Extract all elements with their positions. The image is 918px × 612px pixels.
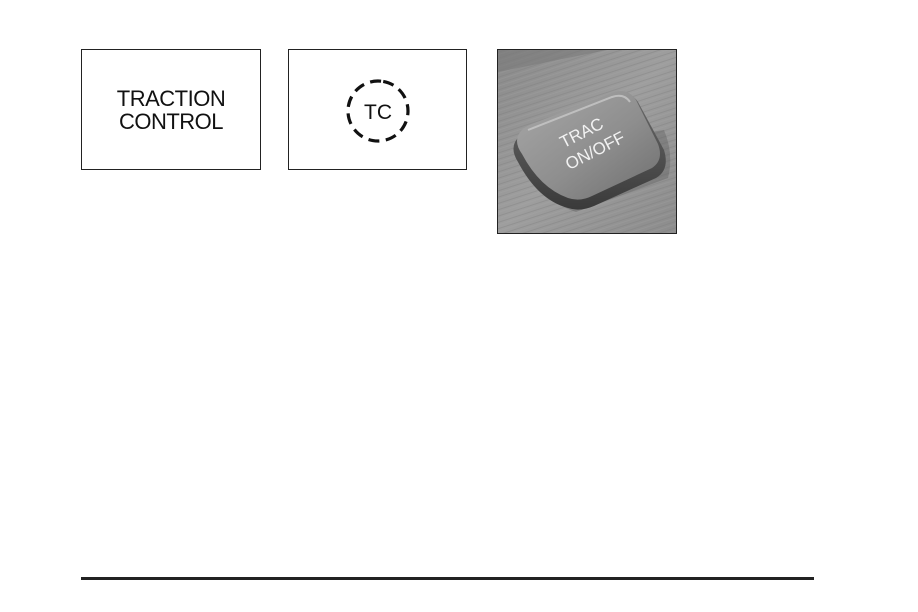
traction-control-indicator: TRACTION CONTROL bbox=[81, 49, 261, 170]
page-footer-rule bbox=[81, 577, 814, 580]
trac-on-off-button-icon: TRAC ON/OFF bbox=[498, 50, 676, 233]
tc-symbol-text: TC bbox=[364, 101, 392, 124]
traction-control-label: TRACTION CONTROL bbox=[117, 87, 225, 133]
trac-button-photo: TRAC ON/OFF bbox=[497, 49, 677, 234]
dashed-circle-icon: TC bbox=[289, 50, 468, 171]
tc-symbol-indicator: TC bbox=[288, 49, 467, 170]
